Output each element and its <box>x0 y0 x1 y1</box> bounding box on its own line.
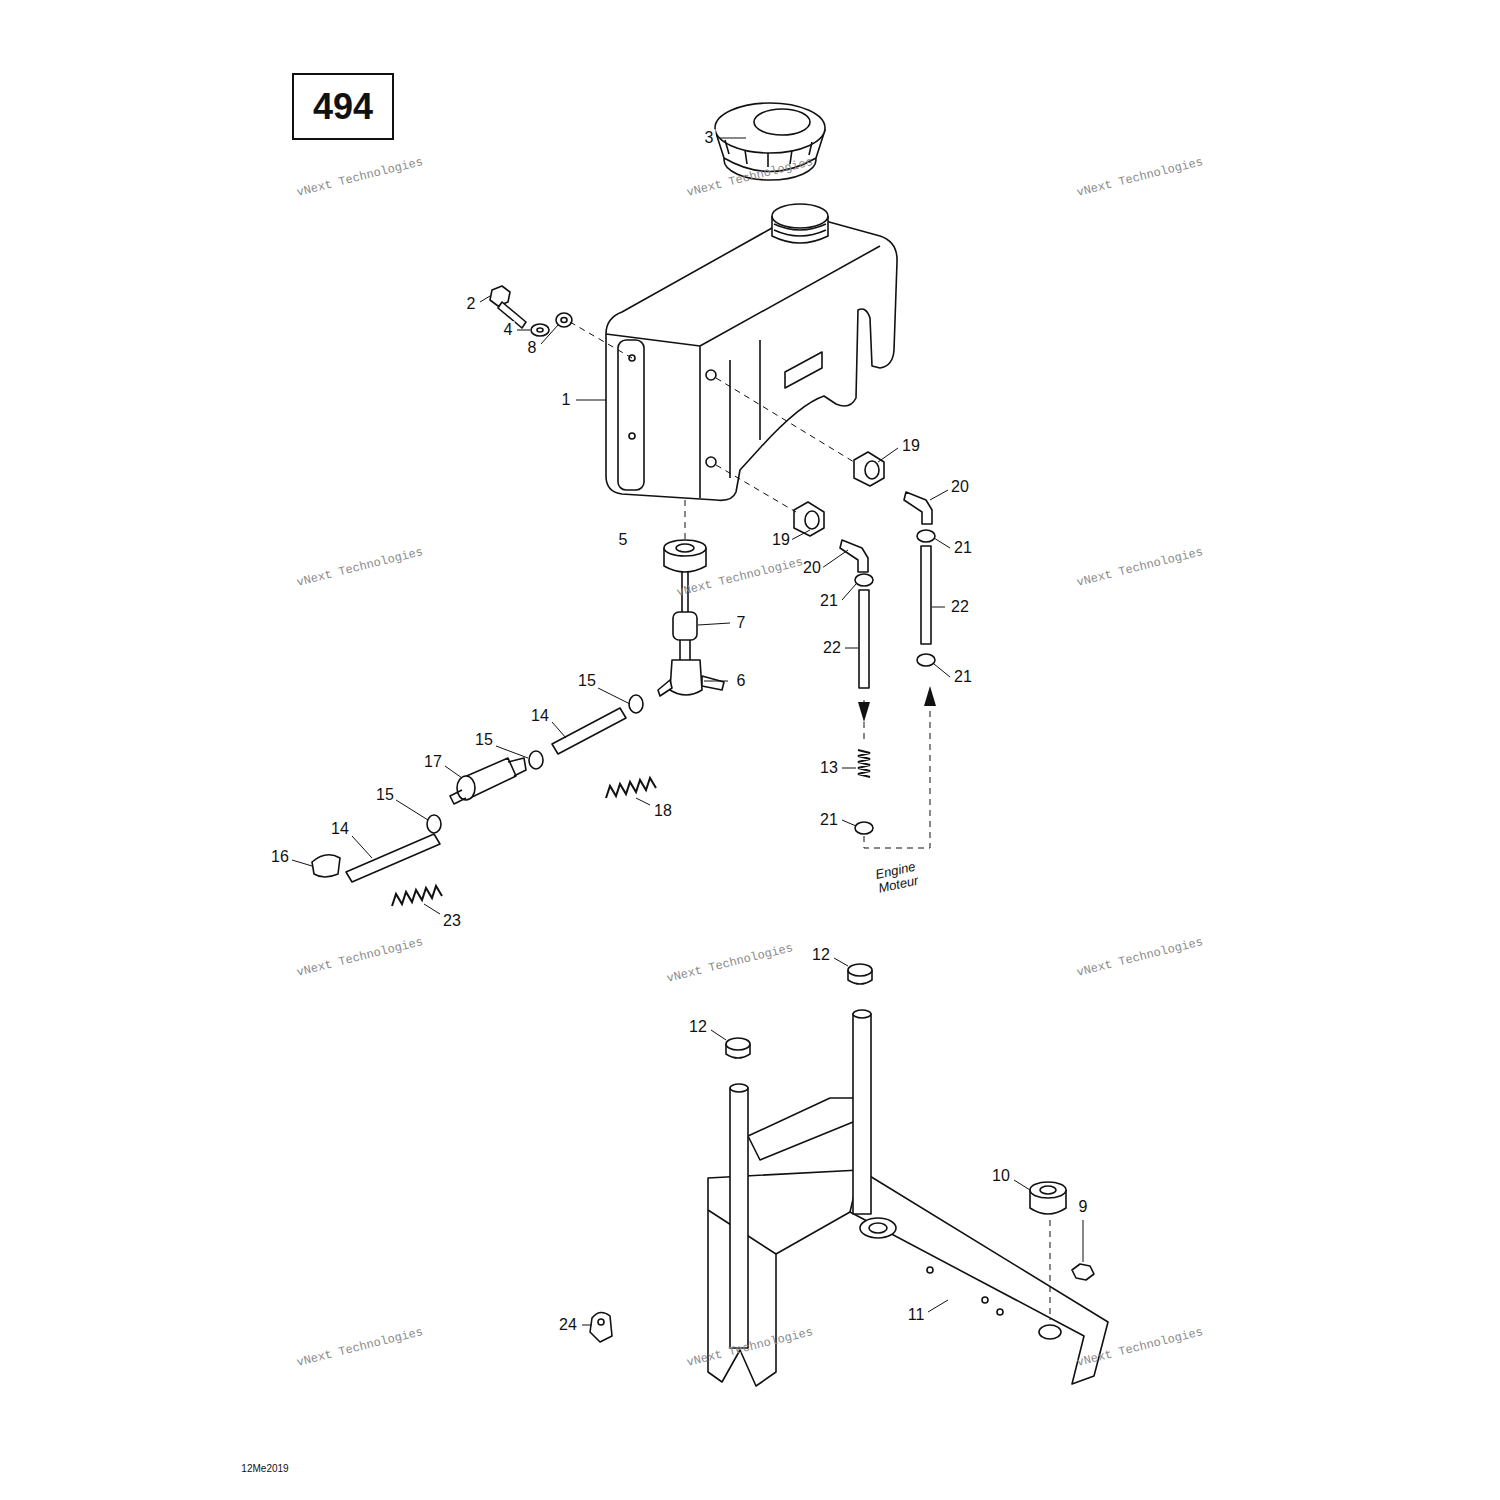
watermark: vNext Technologies <box>684 155 817 200</box>
callout-number: 21 <box>952 668 974 686</box>
watermark: vNext Technologies <box>674 555 807 600</box>
watermark: vNext Technologies <box>684 1325 817 1370</box>
callout-number: 21 <box>952 539 974 557</box>
callout-number: 17 <box>422 753 444 771</box>
callout-number: 6 <box>735 672 748 690</box>
callout-number: 22 <box>949 598 971 616</box>
callout-number: 19 <box>770 531 792 549</box>
callout-number: 21 <box>818 592 840 610</box>
callout-number: 12 <box>810 946 832 964</box>
callout-number: 3 <box>703 129 716 147</box>
watermark: vNext Technologies <box>664 941 797 986</box>
callout-number: 18 <box>652 802 674 820</box>
callout-number: 23 <box>441 912 463 930</box>
callout-number: 15 <box>576 672 598 690</box>
callout-number: 15 <box>473 731 495 749</box>
callout-number: 16 <box>269 848 291 866</box>
callout-number: 22 <box>821 639 843 657</box>
watermark: vNext Technologies <box>1074 545 1207 590</box>
callout-number: 8 <box>526 339 539 357</box>
callout-number: 15 <box>374 786 396 804</box>
callout-number: 4 <box>502 321 515 339</box>
drawing-code: 12Me2019 <box>239 1463 290 1474</box>
callout-number: 1 <box>560 391 573 409</box>
callout-number: 9 <box>1077 1198 1090 1216</box>
figure-number-box: 494 <box>292 73 394 140</box>
callout-number: 5 <box>617 531 630 549</box>
callout-number: 14 <box>329 820 351 838</box>
watermark: vNext Technologies <box>1074 935 1207 980</box>
callout-number: 19 <box>900 437 922 455</box>
figure-number: 494 <box>313 86 373 128</box>
callout-number: 14 <box>529 707 551 725</box>
callout-number: 7 <box>735 614 748 632</box>
watermark: vNext Technologies <box>1074 1325 1207 1370</box>
callout-number: 10 <box>990 1167 1012 1185</box>
watermark: vNext Technologies <box>294 935 427 980</box>
watermark: vNext Technologies <box>294 155 427 200</box>
callout-number: 12 <box>687 1018 709 1036</box>
callout-number: 24 <box>557 1316 579 1334</box>
callout-number: 11 <box>906 1306 927 1324</box>
callout-number: 13 <box>818 759 840 777</box>
watermark: vNext Technologies <box>294 1325 427 1370</box>
watermark: vNext Technologies <box>294 545 427 590</box>
callout-number: 20 <box>949 478 971 496</box>
callout-number: 21 <box>818 811 840 829</box>
watermark: vNext Technologies <box>1074 155 1207 200</box>
callout-number: 2 <box>465 295 478 313</box>
engine-note: Engine Moteur <box>865 858 930 898</box>
